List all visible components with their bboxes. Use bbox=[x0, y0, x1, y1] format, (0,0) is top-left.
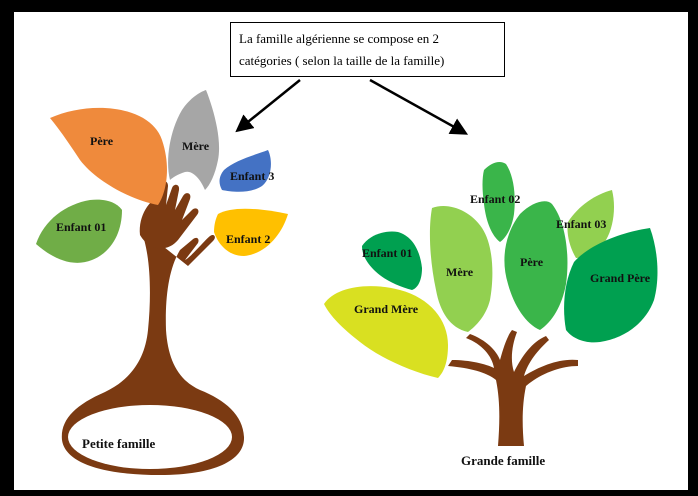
big-family-tree: Enfant 02 Enfant 03 Enfant 01 Mère Père … bbox=[324, 162, 658, 468]
leaf-small-mother bbox=[168, 90, 220, 190]
label-big-mother: Mère bbox=[446, 265, 474, 279]
small-tree-ring-hole bbox=[68, 405, 232, 469]
label-big-grandmother: Grand Mère bbox=[354, 302, 419, 316]
label-small-child3: Enfant 3 bbox=[230, 169, 274, 183]
leaf-small-child2 bbox=[214, 208, 288, 256]
leaf-big-grandfather bbox=[564, 228, 658, 343]
big-tree-trunk bbox=[448, 330, 578, 446]
leaf-big-father bbox=[504, 201, 568, 330]
small-tree-hand bbox=[139, 181, 199, 249]
label-big-child03: Enfant 03 bbox=[556, 217, 606, 231]
leaf-small-child1 bbox=[36, 199, 122, 263]
leaf-small-child3 bbox=[219, 150, 271, 192]
label-big-child02: Enfant 02 bbox=[470, 192, 520, 206]
caption-box: La famille algérienne se compose en 2 ca… bbox=[230, 22, 505, 77]
leaf-big-child03 bbox=[567, 190, 614, 258]
small-family-tree: Père Mère Enfant 3 Enfant 2 Enfant 01 Pe… bbox=[36, 90, 288, 475]
caption-line-2: catégories ( selon la taille de la famil… bbox=[239, 53, 445, 68]
label-big-grandfather: Grand Père bbox=[590, 271, 651, 285]
label-small-child2: Enfant 2 bbox=[226, 232, 270, 246]
label-big-father: Père bbox=[520, 255, 544, 269]
label-small-child1: Enfant 01 bbox=[56, 220, 106, 234]
leaf-big-grandmother bbox=[324, 286, 448, 378]
label-big-child01: Enfant 01 bbox=[362, 246, 412, 260]
arrow-to-small-family bbox=[235, 79, 301, 133]
arrow-to-big-family bbox=[369, 78, 469, 135]
leaf-small-father bbox=[50, 107, 167, 205]
leaf-big-child01 bbox=[362, 231, 422, 290]
label-small-father: Père bbox=[90, 134, 114, 148]
label-big-family: Grande famille bbox=[461, 453, 545, 468]
caption-line-1: La famille algérienne se compose en 2 bbox=[239, 31, 439, 46]
label-small-family: Petite famille bbox=[82, 436, 155, 451]
leaf-big-child02 bbox=[482, 162, 515, 242]
leaf-big-mother bbox=[429, 206, 493, 332]
label-small-mother: Mère bbox=[182, 139, 210, 153]
